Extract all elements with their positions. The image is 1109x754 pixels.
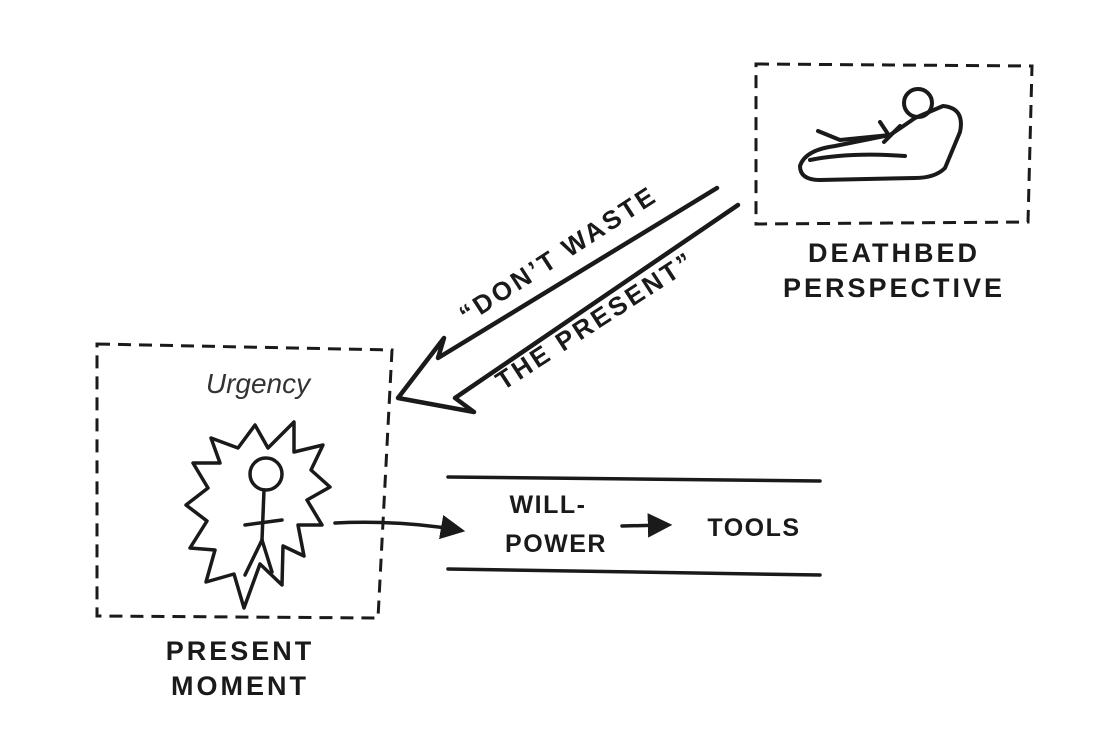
present-caption-line2: MOMENT [171,671,309,701]
lane-bottom-line [446,567,822,577]
present-caption-line1: PRESENT [165,636,315,666]
deathbed-caption-line1: DEATHBED [808,238,980,268]
deathbed-caption-line2: PERSPECTIVE [782,273,1006,303]
urgency-burst-icon [184,420,332,610]
reclining-figure-icon [798,87,963,182]
deathbed-caption: DEATHBED PERSPECTIVE [760,236,1028,306]
willpower-to-tools-arrow [620,513,673,538]
present-frame [95,342,394,620]
deathbed-frame [754,62,1034,226]
tools-label: TOOLS [707,514,800,542]
willpower-label-line2: POWER [505,530,607,558]
stick-figure-icon [243,456,284,577]
lane-top-line [446,475,822,483]
present-to-willpower-arrow [333,515,466,540]
urgency-label: Urgency [206,368,312,399]
willpower-label-line1: WILL- [510,491,587,519]
present-caption: PRESENT MOMENT [118,634,362,704]
message-arrow [395,185,741,415]
